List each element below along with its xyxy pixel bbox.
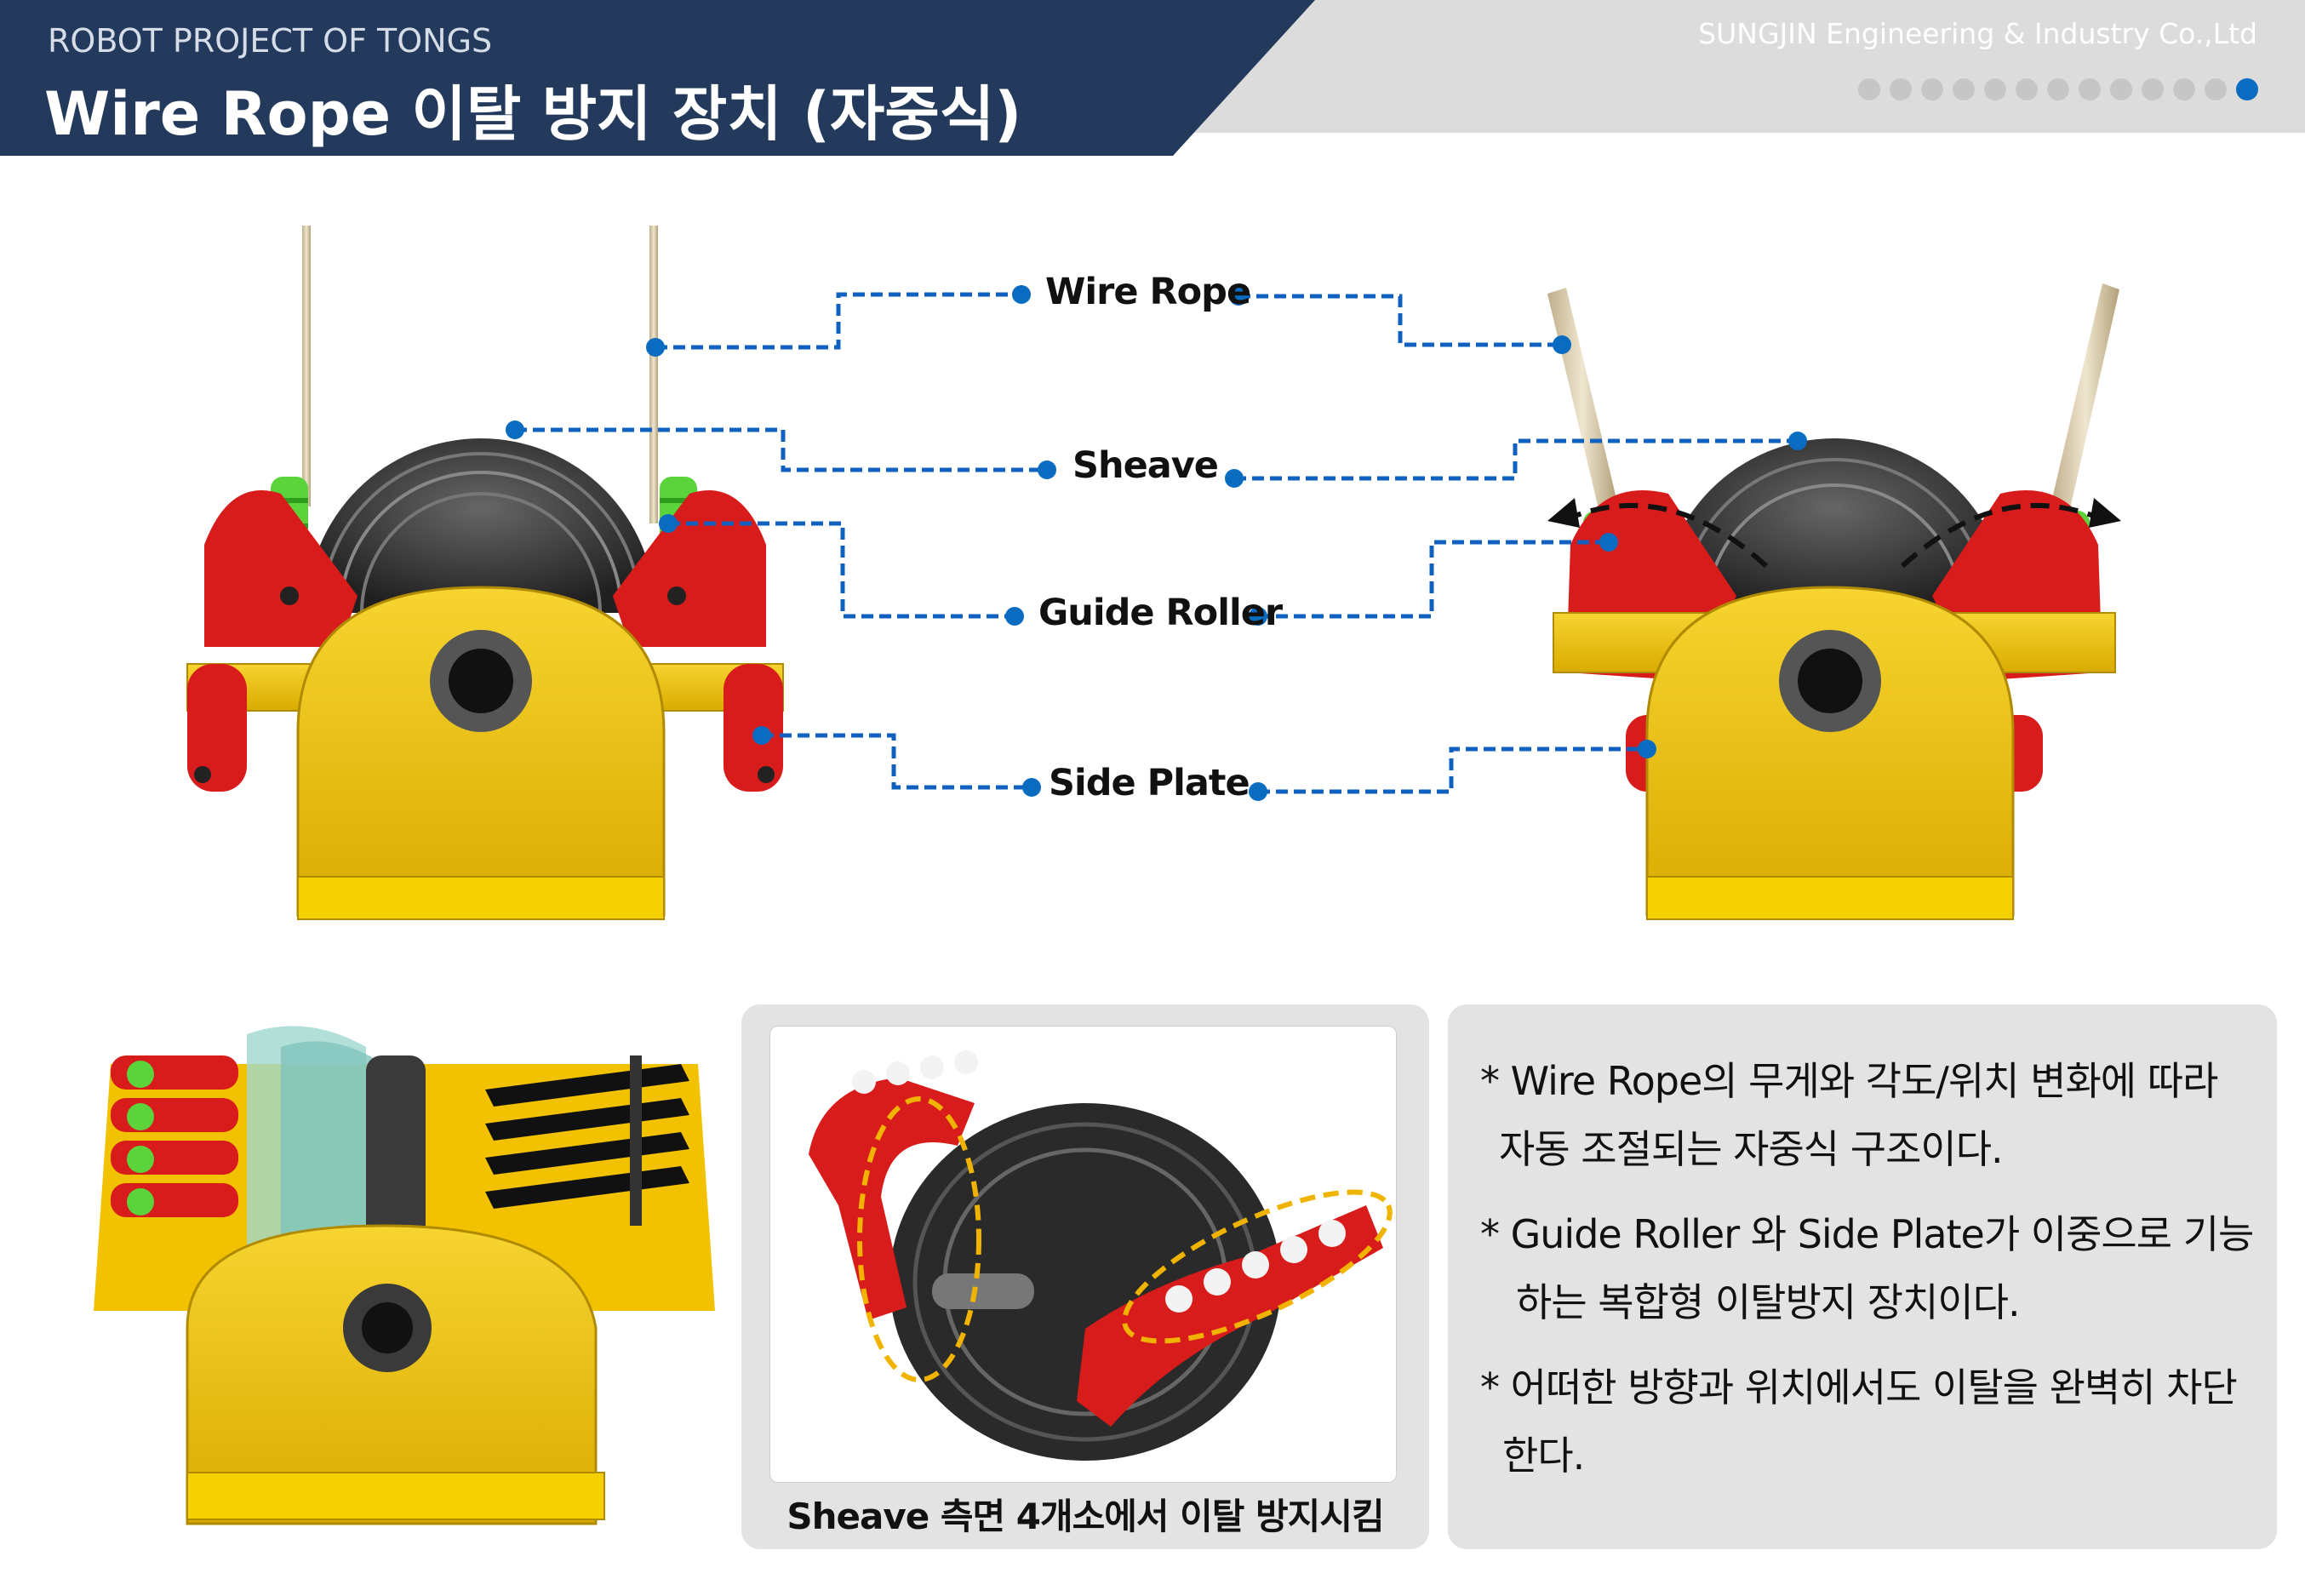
wire-rope-tilted-right — [2051, 283, 2119, 509]
page-dot — [2016, 78, 2038, 100]
callout-wire-rope: Wire Rope — [1045, 271, 1251, 313]
side-plate-left — [809, 1078, 975, 1320]
side-plate-left — [204, 490, 357, 647]
sheave — [889, 1103, 1281, 1461]
callout-sheave: Sheave — [1072, 444, 1219, 487]
page-dot — [1921, 78, 1943, 100]
callout-guide-roller: Guide Roller — [1038, 592, 1283, 634]
frame — [296, 586, 666, 917]
page-dot — [2173, 78, 2195, 100]
sheave-tilted — [1660, 438, 2009, 613]
page-dot — [1858, 78, 1880, 100]
prevention-image — [769, 1026, 1397, 1483]
device-tilted-view — [1547, 283, 2121, 920]
header-title-block — [0, 0, 1315, 156]
wire-rope-tilted-left — [1547, 288, 1617, 509]
side-plate-right — [613, 490, 766, 647]
note-3-line1: * 어떠한 방향과 위치에서도 이탈을 완벽히 차단 — [1480, 1364, 2238, 1410]
page-dot — [2047, 78, 2069, 100]
highlight-left — [857, 1096, 981, 1382]
sheave — [306, 438, 655, 613]
rotation-arrow-right — [1900, 502, 2104, 569]
note-1-line1: * Wire Rope의 무게와 각도/위치 변화에 따라 — [1480, 1058, 2218, 1104]
company-name: SUNGJIN Engineering & Industry Co.,Ltd — [1698, 17, 2257, 50]
page-dot — [1984, 78, 2006, 100]
wire-rope-left — [302, 226, 311, 506]
side-plate-right — [1077, 1205, 1383, 1427]
note-3: * 어떠한 방향과 위치에서도 이탈을 완벽히 차단 한다. — [1480, 1353, 2263, 1490]
page-title: Wire Rope 이탈 방지 장치 (자중식) — [44, 79, 1022, 149]
page-dot — [2205, 78, 2227, 100]
page-dot — [2079, 78, 2101, 100]
rotation-arrow-left — [1564, 502, 1769, 569]
device-cutaway-view — [94, 1026, 715, 1525]
prevention-panel: Sheave 측면 4개소에서 이탈 방지시킴 — [741, 1004, 1429, 1549]
callout-side-plate: Side Plate — [1049, 762, 1250, 804]
leader-dots — [506, 285, 1807, 801]
page-dot — [2110, 78, 2132, 100]
leader-lines — [515, 292, 1798, 794]
frame-tilted — [1645, 586, 2015, 917]
page-dot — [2236, 78, 2258, 100]
note-2-line1: * Guide Roller 와 Side Plate가 이중으로 기능 — [1480, 1211, 2254, 1257]
note-2: * Guide Roller 와 Side Plate가 이중으로 기능 하는 … — [1480, 1200, 2263, 1336]
note-3-line2: 한다. — [1502, 1433, 1585, 1479]
page-indicator — [1858, 78, 2258, 100]
note-1-line2: 자동 조절되는 자중식 구조이다. — [1499, 1126, 2004, 1172]
notes-panel: * Wire Rope의 무게와 각도/위치 변화에 따라 자동 조절되는 자중… — [1448, 1004, 2277, 1549]
note-2-line2: 하는 복합형 이탈방지 장치이다. — [1516, 1279, 2021, 1325]
page-dot — [1953, 78, 1975, 100]
header-subtitle: ROBOT PROJECT OF TONGS — [48, 22, 493, 60]
device-front-view — [186, 226, 784, 920]
note-1: * Wire Rope의 무게와 각도/위치 변화에 따라 자동 조절되는 자중… — [1480, 1047, 2263, 1183]
wire-rope-right — [649, 226, 658, 523]
page-dot — [2142, 78, 2164, 100]
panel-caption: Sheave 측면 4개소에서 이탈 방지시킴 — [786, 1496, 1384, 1537]
page-dot — [1890, 78, 1912, 100]
